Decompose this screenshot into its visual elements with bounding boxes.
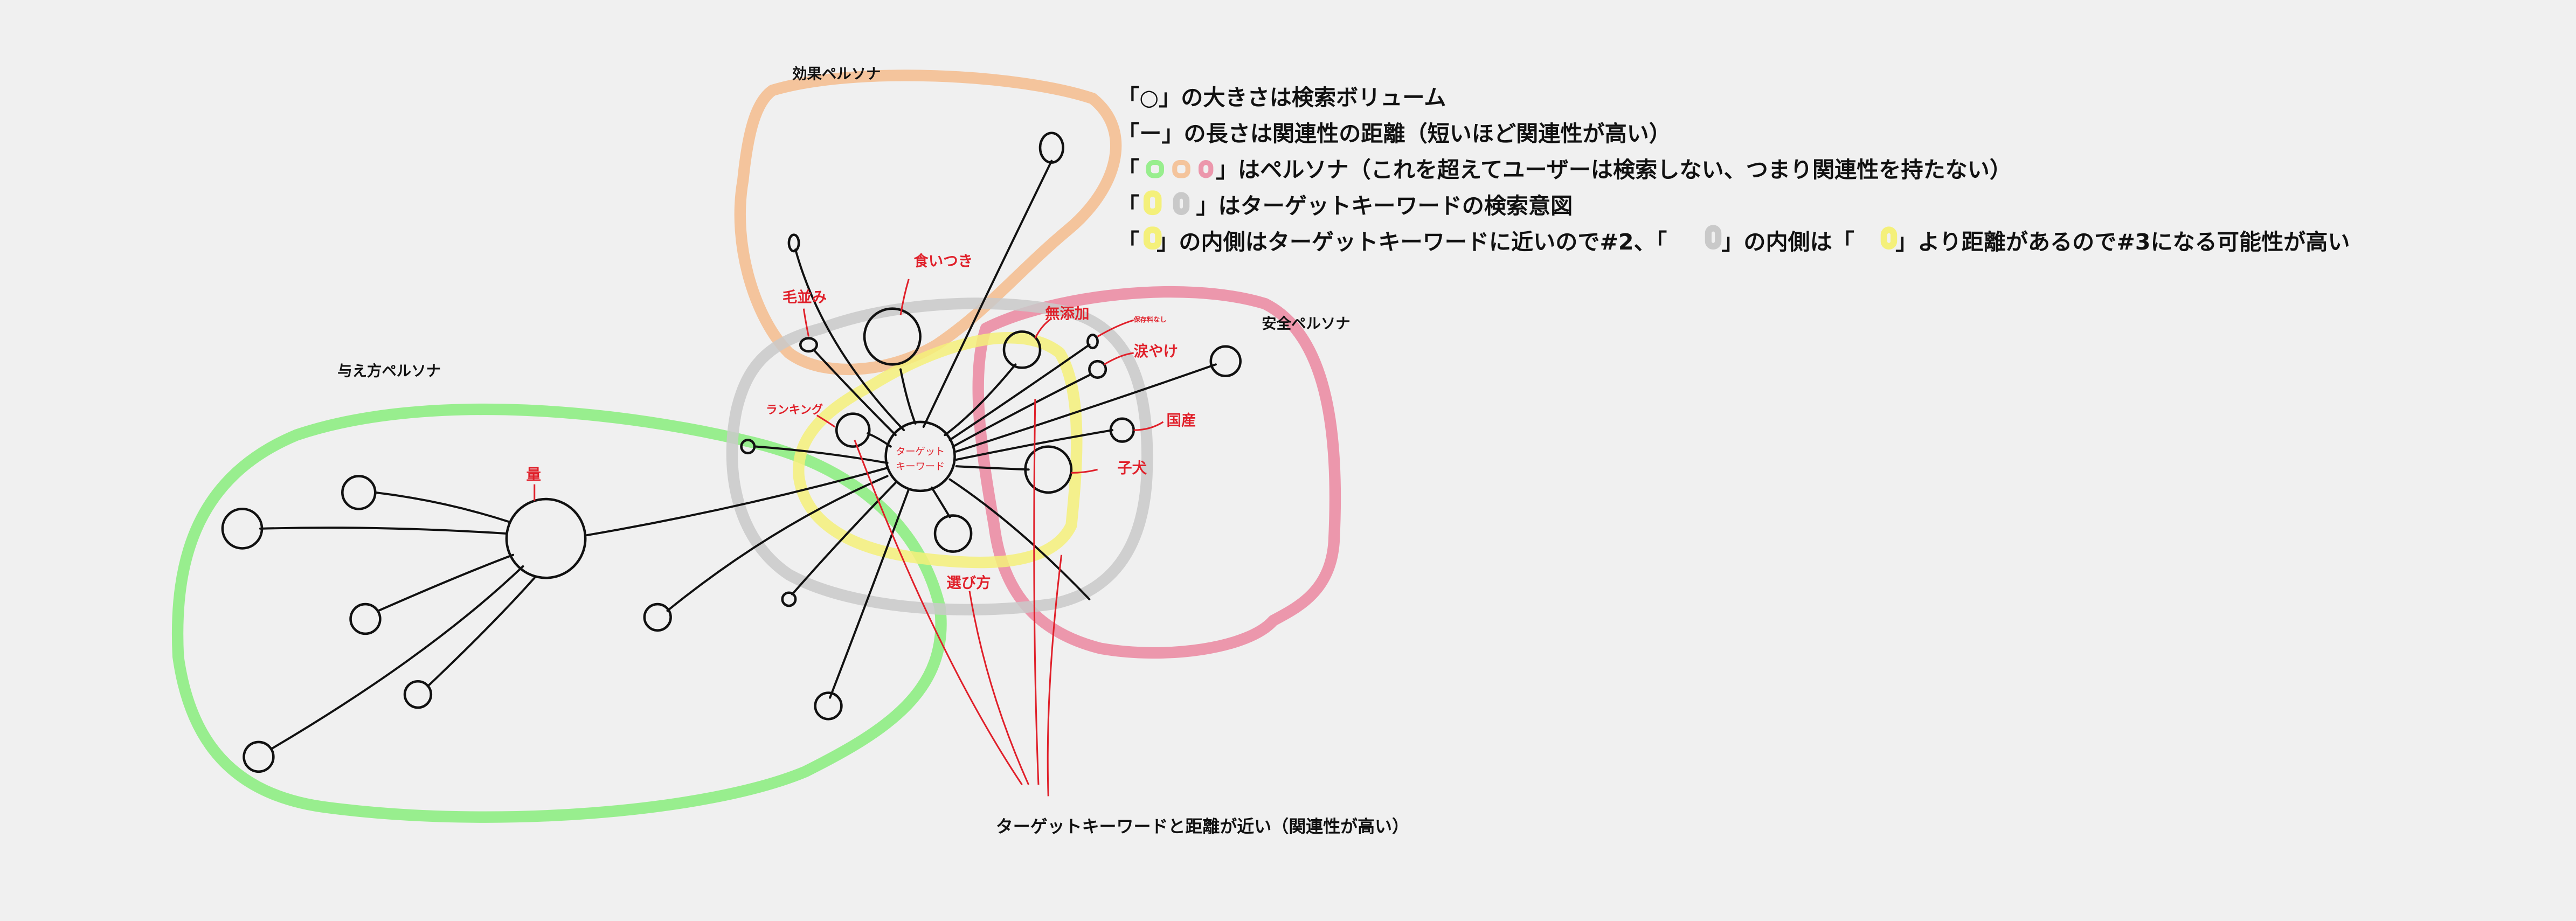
- legend-line-5b: 」の内側は「: [1721, 229, 1854, 255]
- label-coat: 毛並み: [783, 289, 827, 306]
- node[interactable]: [787, 233, 800, 253]
- center-label-line1: ターゲット: [896, 446, 945, 458]
- legend-line-5a: 」の内側はターゲットキーワードに近いので#2、「: [1157, 229, 1667, 255]
- persona-safety-outline: [972, 286, 1341, 659]
- node[interactable]: [740, 439, 756, 455]
- label-puppy: 子犬: [1117, 460, 1147, 476]
- persona-swatch-pink-icon: [1198, 160, 1214, 178]
- legend: 「○」の大きさは検索ボリューム 「ー」の長さは関連性の距離（短いほど関連性が高い…: [1117, 85, 2350, 255]
- node-domestic[interactable]: [1109, 417, 1135, 443]
- node[interactable]: [349, 603, 382, 635]
- node-additive-free[interactable]: [1002, 330, 1042, 369]
- node-no-preservatives[interactable]: [1086, 334, 1099, 350]
- node-target-keyword[interactable]: [884, 420, 956, 493]
- bottom-caption: ターゲットキーワードと距離が近い（関連性が高い）: [996, 816, 1409, 836]
- intent-swatch-gray-icon: [1705, 225, 1722, 250]
- persona-effect-label: 効果ペルソナ: [792, 65, 881, 82]
- node-how-to-choose[interactable]: [933, 514, 973, 553]
- persona-swatch-orange-icon: [1172, 160, 1190, 178]
- legend-line-3-open: 「: [1117, 157, 1139, 183]
- label-how-to-choose: 選び方: [946, 574, 991, 592]
- label-additive-free: 無添加: [1045, 306, 1089, 322]
- amount-spokes: [259, 467, 889, 750]
- intent-swatch-yellow-icon: [1880, 226, 1898, 250]
- persona-giving-outline: [171, 403, 947, 823]
- intent-gray-outline: [726, 297, 1153, 615]
- label-tear-stain: 涙やけ: [1134, 343, 1178, 360]
- legend-line-5c: 」より距離があるので#3になる可能性が高い: [1895, 229, 2350, 255]
- intent-swatch-yellow-icon: [1143, 190, 1162, 216]
- intent-swatch-yellow-icon: [1143, 226, 1162, 250]
- node[interactable]: [1209, 345, 1242, 377]
- legend-line-4-open: 「: [1117, 193, 1139, 219]
- node[interactable]: [1038, 131, 1064, 164]
- intent-swatch-gray-icon: [1173, 192, 1190, 216]
- node[interactable]: [814, 691, 843, 721]
- legend-line-3: 」はペルソナ（これを超えてユーザーは検索しない、つまり関連性を持たない）: [1216, 157, 2012, 183]
- keyword-nodes: [221, 131, 1242, 773]
- label-no-preservatives: 保存料なし: [1133, 315, 1167, 323]
- node-amount[interactable]: [505, 497, 587, 579]
- label-amount: 量: [526, 467, 541, 483]
- persona-giving-label: 与え方ペルソナ: [337, 363, 441, 380]
- node-ranking[interactable]: [835, 412, 871, 448]
- label-domestic: 国産: [1167, 412, 1196, 429]
- node-appetite[interactable]: [863, 307, 922, 366]
- label-ranking: ランキング: [766, 403, 823, 417]
- node-coat[interactable]: [799, 337, 818, 353]
- red-pointers: [534, 279, 1164, 797]
- legend-line-4: 」はターゲットキーワードの検索意図: [1196, 193, 1573, 219]
- node[interactable]: [341, 475, 377, 510]
- node[interactable]: [643, 603, 672, 632]
- node-tear-stain[interactable]: [1088, 359, 1107, 379]
- center-label-line2: キーワード: [896, 461, 945, 472]
- legend-line-1: 「○」の大きさは検索ボリューム: [1117, 85, 1446, 110]
- persona-effect-outline: [734, 70, 1122, 376]
- node[interactable]: [781, 591, 797, 607]
- node[interactable]: [221, 508, 264, 550]
- legend-line-2: 「ー」の長さは関連性の距離（短いほど関連性が高い）: [1117, 121, 1671, 147]
- persona-swatch-green-icon: [1146, 160, 1165, 178]
- node[interactable]: [403, 680, 433, 709]
- node-puppy[interactable]: [1024, 445, 1073, 494]
- node[interactable]: [243, 740, 275, 773]
- intent-yellow-outline: [793, 332, 1083, 569]
- persona-safety-label: 安全ペルソナ: [1262, 315, 1350, 332]
- label-appetite: 食いつき: [913, 253, 973, 270]
- legend-line-5-open: 「: [1117, 229, 1139, 255]
